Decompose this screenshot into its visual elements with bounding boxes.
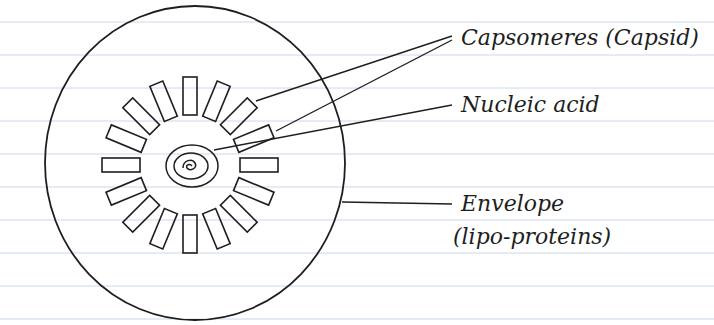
leader-lines: [214, 36, 452, 204]
part-label: Capsomeres (Capsid): [458, 25, 702, 51]
ruled-lines: [0, 22, 714, 319]
capsomere-ring: [102, 77, 278, 253]
envelope-outline: [45, 6, 345, 320]
part-label: Nucleic acid: [458, 92, 603, 118]
part-label: Envelope: [458, 191, 567, 217]
part-label: (lipo-proteins): [450, 224, 614, 250]
nucleic-acid-coil: [166, 145, 218, 187]
